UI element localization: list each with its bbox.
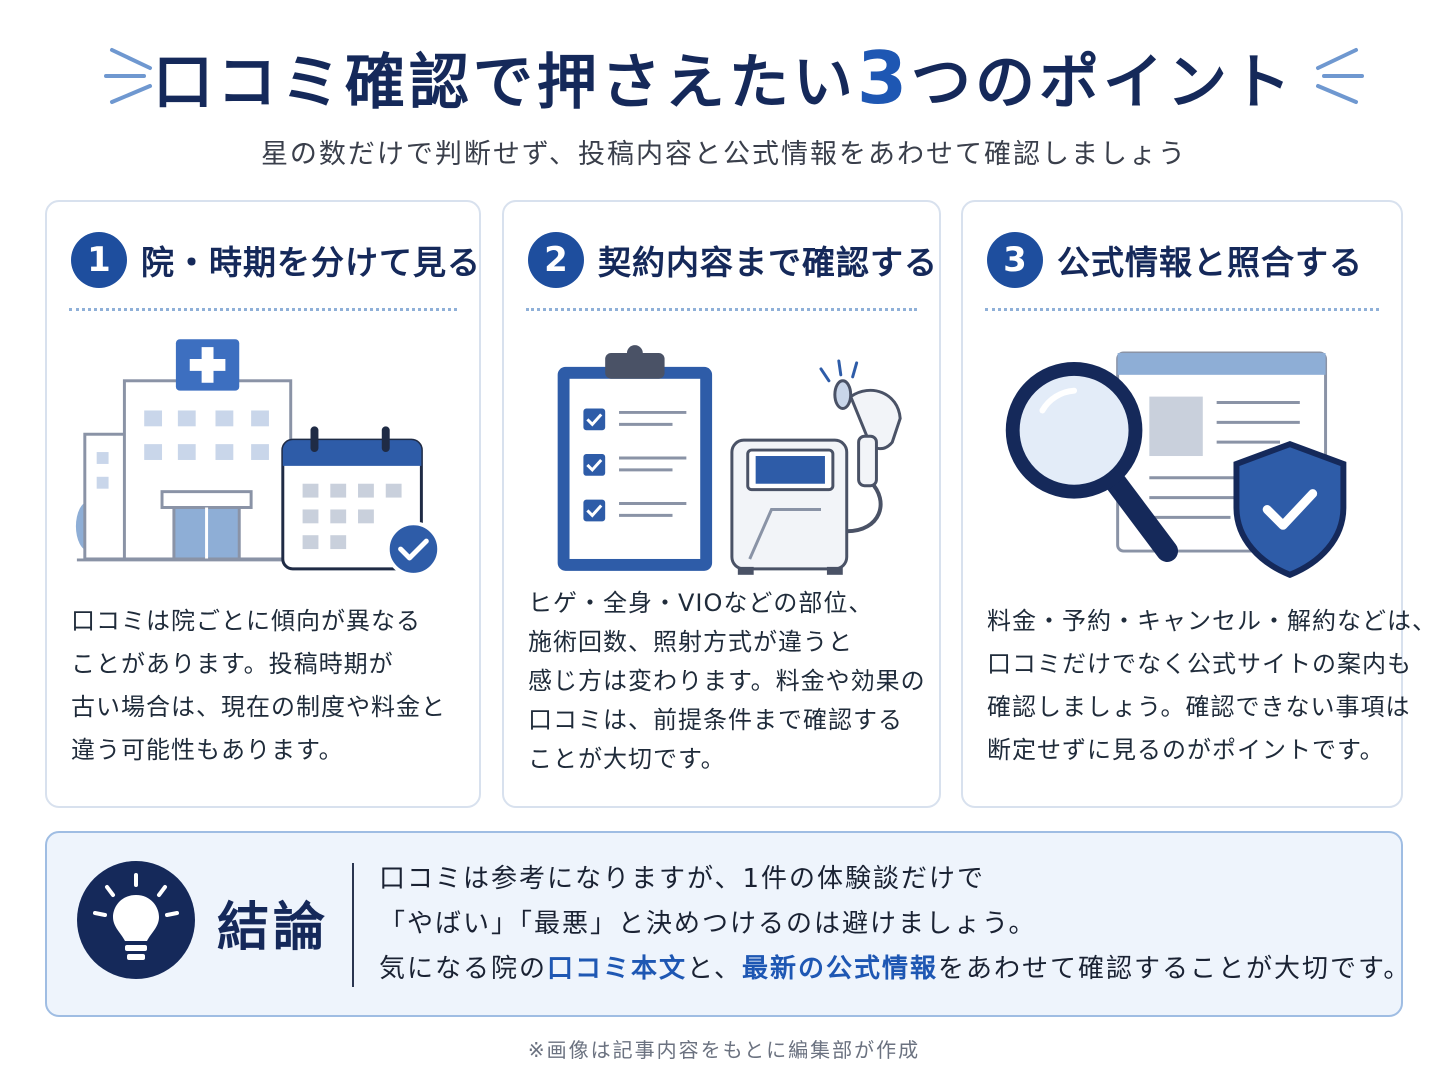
sparkle-lines-left-icon	[104, 48, 152, 104]
page-title: 口コミ確認で押さえたい3つのポイント	[0, 30, 1448, 131]
card-header: 3 公式情報と照合する	[987, 230, 1377, 290]
point-card-3: 3 公式情報と照合する	[961, 200, 1437, 808]
description-line: 口コミは、前提条件まで確認する	[528, 706, 903, 734]
card-title: 院・時期を分けて見る	[141, 243, 481, 282]
description-line: ことがあります。投稿時期が	[71, 650, 394, 678]
highlight-official-info: 最新の公式情報	[742, 954, 939, 984]
dotted-divider	[69, 308, 457, 311]
conclusion-text-segment: と、	[687, 954, 742, 984]
description-line: 口コミは院ごとに傾向が異なる	[71, 607, 421, 635]
magnifier-document-shield-icon	[983, 332, 1381, 582]
conclusion-line-2: 「やばい」「最悪」と決めつけるのは避けましょう。	[379, 909, 1037, 939]
description-line: 感じ方は変わります。料金や効果の	[528, 667, 926, 695]
dotted-divider	[985, 308, 1379, 311]
description-line: 施術回数、照射方式が違うと	[528, 628, 853, 656]
description-line: 断定せずに見るのがポイントです。	[987, 736, 1385, 764]
vertical-divider	[352, 863, 354, 987]
conclusion-label: 結論	[217, 898, 330, 958]
card-header: 1 院・時期を分けて見る	[71, 230, 480, 290]
point-card-2: 2 契約内容まで確認する	[502, 200, 941, 808]
description-line: 違う可能性もあります。	[71, 736, 344, 764]
card-title: 契約内容まで確認する	[598, 243, 938, 282]
dotted-divider	[526, 308, 917, 311]
card-description: 料金・予約・キャンセル・解約などは、 口コミだけでなく公式サイトの案内も 確認し…	[987, 600, 1437, 772]
conclusion-text-segment: をあわせて確認することが大切です。	[938, 954, 1412, 984]
lightbulb-icon	[77, 861, 195, 979]
sparkle-lines-right-icon	[1316, 48, 1364, 104]
description-line: 口コミだけでなく公式サイトの案内も	[987, 650, 1412, 678]
conclusion-line-1: 口コミは参考になりますが、1件の体験談だけで	[379, 864, 986, 894]
description-line: 古い場合は、現在の制度や料金と	[71, 693, 446, 721]
card-description: 口コミは院ごとに傾向が異なる ことがあります。投稿時期が 古い場合は、現在の制度…	[71, 600, 461, 772]
conclusion-box: 結論 口コミは参考になりますが、1件の体験談だけで 「やばい」「最悪」と決めつけ…	[45, 831, 1409, 1017]
card-title: 公式情報と照合する	[1057, 243, 1363, 282]
description-line: ヒゲ・全身・VIOなどの部位、	[528, 589, 874, 617]
point-number-badge: 1	[71, 232, 127, 288]
point-card-1: 1 院・時期を分けて見る	[45, 200, 481, 808]
point-number-badge: 2	[528, 232, 584, 288]
description-line: 料金・予約・キャンセル・解約などは、	[987, 607, 1437, 635]
title-number: 3	[856, 36, 912, 120]
conclusion-text: 口コミは参考になりますが、1件の体験談だけで 「やばい」「最悪」と決めつけるのは…	[379, 857, 1411, 992]
description-line: 確認しましょう。確認できない事項は	[987, 693, 1411, 721]
card-header: 2 契約内容まで確認する	[528, 230, 937, 290]
point-number-badge: 3	[987, 232, 1043, 288]
description-line: ことが大切です。	[528, 745, 726, 773]
card-description: ヒゲ・全身・VIOなどの部位、 施術回数、照射方式が違うと 感じ方は変わります。…	[528, 584, 926, 779]
conclusion-line-3: 気になる院の口コミ本文と、最新の公式情報をあわせて確認することが大切です。	[379, 947, 1411, 992]
footnote: ※画像は記事内容をもとに編集部が作成	[527, 1038, 921, 1062]
header: 口コミ確認で押さえたい3つのポイント 星の数だけで判断せず、投稿内容と公式情報を…	[0, 30, 1448, 175]
hospital-calendar-icon	[67, 332, 459, 582]
conclusion-text-segment: 気になる院の	[379, 954, 548, 984]
clipboard-laser-machine-icon	[524, 332, 919, 582]
page-subtitle: 星の数だけで判断せず、投稿内容と公式情報をあわせて確認しましょう	[260, 139, 1188, 170]
title-text-after: つのポイント	[911, 48, 1296, 118]
highlight-review-body: 口コミ本文	[547, 954, 688, 984]
title-text-before: 口コミ確認で押さえたい	[152, 48, 857, 118]
